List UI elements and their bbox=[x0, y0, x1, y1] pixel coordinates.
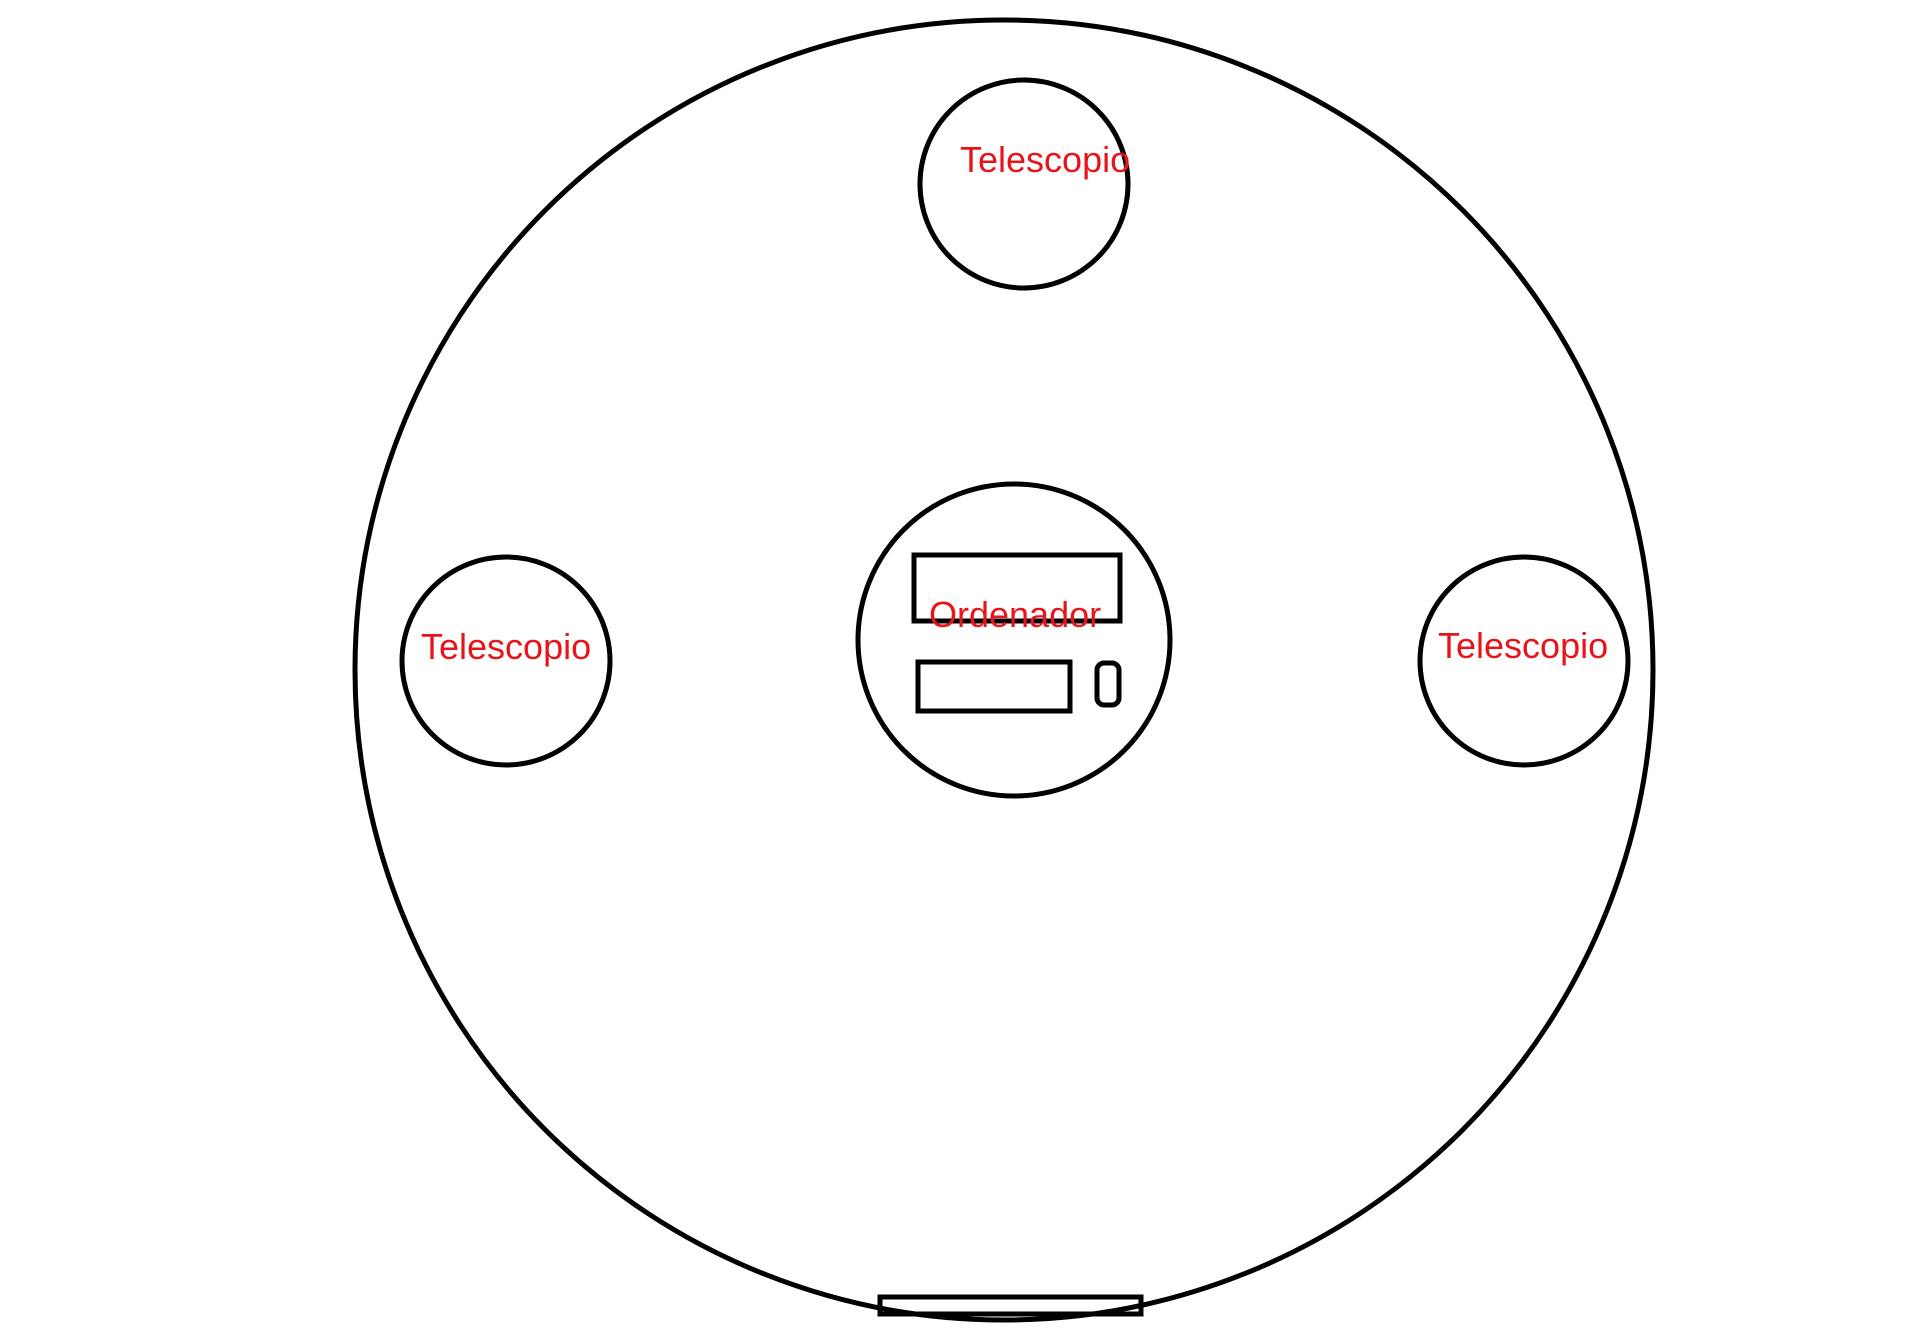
dome-outer-circle bbox=[352, 17, 1656, 1323]
telescope-top-circle bbox=[917, 77, 1131, 291]
computer-station-circle bbox=[855, 481, 1173, 799]
telescope-top-label: Telescopio bbox=[960, 139, 1130, 180]
telescope-left-circle bbox=[399, 554, 613, 768]
entrance-door bbox=[877, 1294, 1144, 1317]
telescope-right-label: Telescopio bbox=[1438, 625, 1608, 666]
computer-mouse-shape bbox=[1094, 660, 1122, 708]
computer-label: Ordenador bbox=[929, 594, 1101, 635]
computer-monitor-rect bbox=[911, 552, 1123, 624]
computer-keyboard-rect bbox=[915, 659, 1073, 714]
telescope-left-label: Telescopio bbox=[421, 626, 591, 667]
telescope-right-circle bbox=[1417, 554, 1631, 768]
